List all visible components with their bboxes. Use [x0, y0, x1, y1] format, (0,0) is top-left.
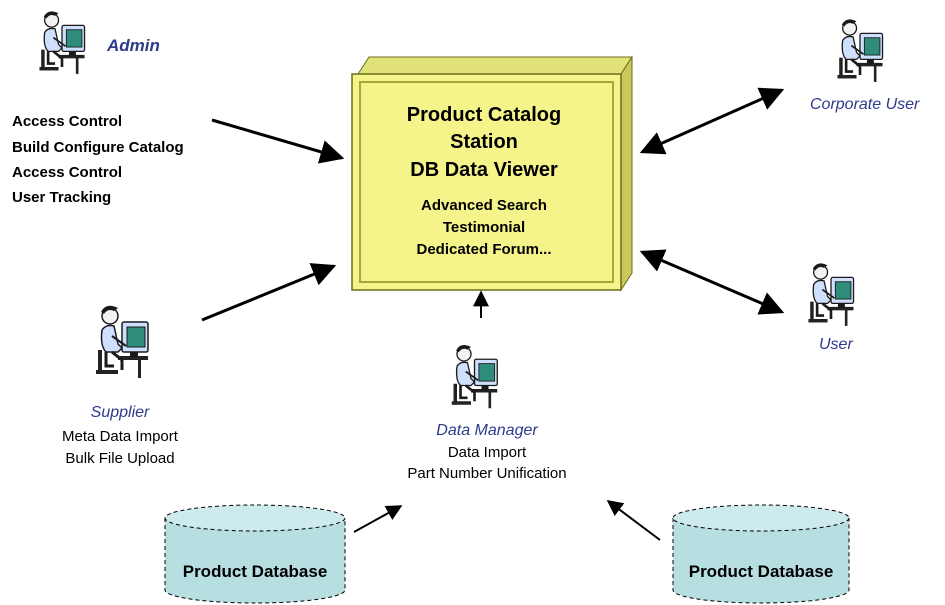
admin-arrow	[211, 118, 345, 164]
user-arrow	[639, 249, 785, 315]
catalog-station-box	[351, 55, 633, 292]
supplier-task-2: Bulk File Upload	[65, 450, 175, 467]
corporate-user-label: Corporate User	[810, 96, 920, 113]
data-manager-person-icon	[452, 345, 498, 408]
user-person-icon	[807, 262, 855, 328]
supplier-person-icon	[94, 304, 150, 380]
admin-task-3: Access Control	[12, 164, 123, 181]
admin-person-icon	[38, 10, 86, 76]
box-feature-1: Advanced Search	[421, 197, 547, 214]
box-feature-2: Testimonial	[442, 219, 526, 236]
admin-task-2: Build Configure Catalog	[12, 139, 184, 156]
data-manager-task-1: Data Import	[447, 444, 527, 461]
product-database-right-label: Product Database	[688, 562, 834, 581]
box-title-line3: DB Data Viewer	[410, 159, 558, 181]
user-label: User	[819, 336, 853, 353]
corporate-user-person-icon	[836, 18, 884, 84]
admin-task-1: Access Control	[12, 113, 123, 130]
box-title-line1: Product Catalog	[406, 104, 562, 126]
supplier-arrow	[201, 263, 337, 322]
supplier-task-1: Meta Data Import	[62, 428, 178, 445]
data-manager-task-2: Part Number Unification	[407, 465, 567, 482]
corporate-user-arrow	[639, 87, 785, 155]
box-feature-3: Dedicated Forum...	[416, 241, 552, 258]
admin-task-4: User Tracking	[12, 189, 112, 206]
product-database-left-icon	[164, 504, 346, 604]
product-database-right-icon	[672, 504, 850, 604]
box-title-line2: Station	[450, 131, 518, 153]
data-manager-label: Data Manager	[436, 422, 538, 439]
db-left-arrow	[353, 505, 403, 533]
supplier-label: Supplier	[90, 404, 150, 421]
admin-label: Admin	[107, 36, 160, 55]
product-database-left-label: Product Database	[182, 562, 328, 581]
db-right-arrow	[606, 500, 661, 541]
